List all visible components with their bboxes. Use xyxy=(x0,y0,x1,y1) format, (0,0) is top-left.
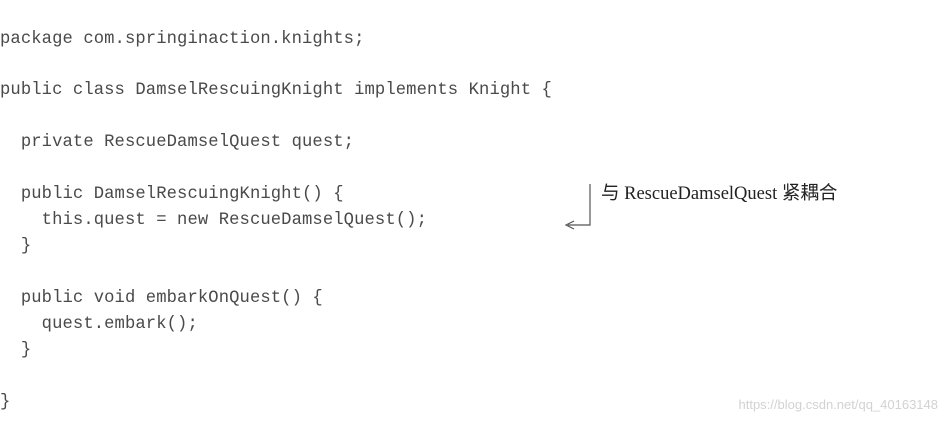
code-line-class-close: } xyxy=(0,393,11,412)
code-line-method-close: } xyxy=(0,341,32,360)
code-line-class-declaration: public class DamselRescuingKnight implem… xyxy=(0,81,552,100)
coupling-annotation: 与 RescueDamselQuest 紧耦合 xyxy=(601,184,838,204)
code-line-constructor-close: } xyxy=(0,237,32,256)
code-line-constructor-body: this.quest = new RescueDamselQuest(); xyxy=(0,211,427,230)
code-line-method-body: quest.embark(); xyxy=(0,315,198,334)
code-line-constructor-declaration: public DamselRescuingKnight() { xyxy=(0,185,344,204)
callout-arrow-icon xyxy=(564,184,591,230)
code-line-field-declaration: private RescueDamselQuest quest; xyxy=(0,133,355,152)
code-line-method-declaration: public void embarkOnQuest() { xyxy=(0,289,323,308)
source-watermark: https://blog.csdn.net/qq_40163148 xyxy=(738,397,939,412)
code-line-package: package com.springinaction.knights; xyxy=(0,30,365,49)
